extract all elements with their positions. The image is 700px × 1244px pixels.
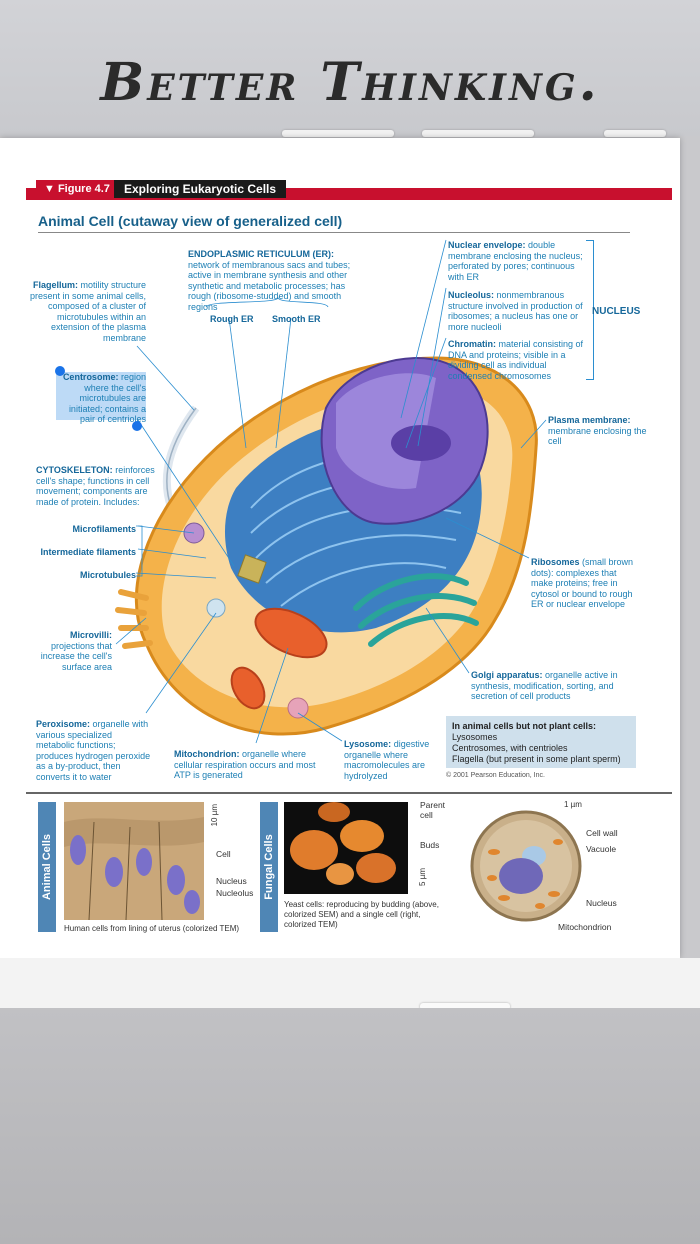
plasma-membrane-label: Plasma membrane: membrane enclosing the …: [548, 415, 647, 446]
title-rule: [38, 232, 630, 233]
buds-label: Buds: [420, 840, 440, 850]
fungal-cells-tab: Fungal Cells: [260, 802, 278, 932]
er-label: ENDOPLASMIC RETICULUM (ER): network of m…: [188, 249, 351, 312]
animal-cells-tab: Animal Cells: [38, 802, 56, 932]
mitochondrion-label: Mitochondrion: organelle where cellular …: [174, 749, 316, 780]
fungal-scale-bar: 5 µm: [418, 868, 427, 886]
ribosomes-label: Ribosomes (small brown dots): complexes …: [531, 557, 634, 609]
flagellum-label: Flagellum: motility structure present in…: [29, 280, 146, 343]
animal-nucleolus-label: Nucleolus: [216, 888, 254, 898]
figure-name: Exploring Eukaryotic Cells: [114, 180, 287, 198]
vacuole-label: Vacuole: [586, 844, 617, 854]
note-line: Centrosomes, with centrioles: [452, 743, 568, 753]
selection-start-handle[interactable]: [55, 366, 65, 376]
peroxisome-shape: [206, 598, 226, 618]
peroxisome-label: Peroxisome: organelle with various speci…: [36, 719, 151, 782]
tab-indicator[interactable]: [604, 130, 666, 137]
animal-cells-micrograph: [64, 802, 204, 920]
fungal-caption: Yeast cells: reproducing by budding (abo…: [284, 900, 439, 929]
cytoskeleton-label: CYTOSKELETON: reinforces cell's shape; f…: [36, 465, 155, 507]
document-viewer[interactable]: ▼ Figure 4.7 Exploring Eukaryotic Cells …: [0, 138, 680, 958]
golgi-label: Golgi apparatus: organelle active in syn…: [471, 670, 618, 701]
animal-cell-illustration: [115, 239, 547, 744]
note-box: In animal cells but not plant cells: Lys…: [446, 716, 636, 768]
cell-diagram-title: Animal Cell (cutaway view of generalized…: [38, 213, 343, 229]
text-selection: [56, 372, 146, 420]
yeast-cell-tem: [470, 810, 582, 922]
note-heading: In animal cells but not plant cells:: [452, 721, 597, 731]
tab-indicator[interactable]: [282, 130, 394, 137]
viewer-bottom: [0, 958, 700, 1008]
animal-scale-bar: 10 µm: [210, 804, 219, 827]
animal-cell-label: Cell: [216, 849, 231, 859]
microfilaments-label: Microfilaments: [72, 524, 136, 534]
parent-cell-label: Parent cell: [420, 800, 446, 820]
microtubules-label: Microtubules: [79, 570, 136, 580]
tab-indicator[interactable]: [422, 130, 534, 137]
top-bar: Better Thinking.: [0, 0, 700, 136]
animal-caption: Human cells from lining of uterus (color…: [64, 924, 240, 933]
intermediate-filaments-label: Intermediate filaments: [40, 547, 136, 557]
lysosome-label: Lysosome: digestive organelle where macr…: [344, 739, 430, 781]
note-line: Flagella (but present in some plant sper…: [452, 754, 621, 764]
nucleolus-label: Nucleolus: nonmembranous structure invol…: [448, 290, 583, 332]
yeast-mitochondrion-label: Mitochondrion: [558, 922, 612, 932]
rough-er-label: Rough ER: [210, 314, 254, 324]
lysosome-shape: [287, 697, 309, 719]
bottom-area: [0, 1008, 700, 1244]
cell-wall-label: Cell wall: [586, 828, 618, 838]
microvilli-label: Microvilli: projections that increase th…: [40, 630, 112, 672]
animal-nucleus-label: Nucleus: [216, 876, 247, 886]
chromatin-label: Chromatin: material consisting of DNA an…: [448, 339, 584, 381]
smooth-er-label: Smooth ER: [272, 314, 321, 324]
yeast-nucleus-label: Nucleus: [586, 898, 617, 908]
centrosome-label[interactable]: Centrosome: region where the cell's micr…: [62, 372, 146, 424]
section-divider: [26, 792, 672, 794]
nucleus-bracket: [586, 240, 594, 380]
page-indicator[interactable]: [420, 1003, 510, 1010]
figure-number: ▼ Figure 4.7: [36, 180, 118, 198]
nucleus-label: NUCLEUS: [592, 306, 641, 317]
yeast-scale-bar: 1 µm: [564, 800, 582, 809]
textbook-page: ▼ Figure 4.7 Exploring Eukaryotic Cells …: [26, 180, 672, 948]
copyright: © 2001 Pearson Education, Inc.: [446, 772, 545, 779]
nuclear-envelope-label: Nuclear envelope: double membrane enclos…: [448, 240, 583, 282]
note-line: Lysosomes: [452, 732, 498, 742]
selection-end-handle[interactable]: [132, 421, 142, 431]
yeast-micrograph: [284, 802, 408, 894]
mitochondrion-shape: [254, 607, 328, 659]
app-title: Better Thinking.: [100, 52, 600, 113]
